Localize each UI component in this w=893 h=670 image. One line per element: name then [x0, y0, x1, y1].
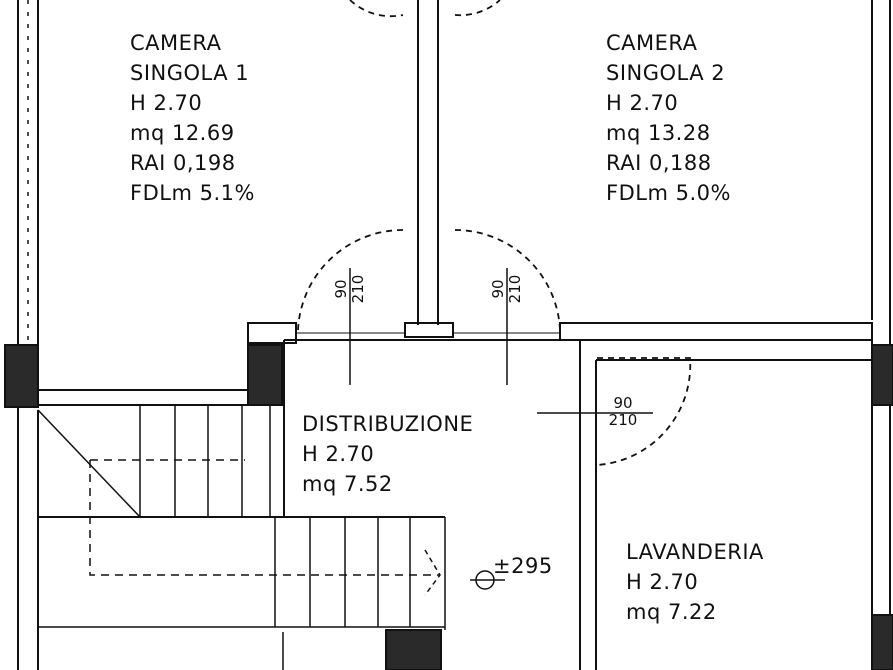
room-area: mq 7.52	[302, 472, 393, 496]
room-label-lavanderia: LAVANDERIA H 2.70 mq 7.22	[626, 537, 764, 627]
room-name-2: SINGOLA 1	[130, 61, 250, 85]
door-swing-1	[297, 0, 692, 466]
level-marker-icon	[470, 570, 505, 590]
room-area: mq 7.22	[626, 600, 717, 624]
room-height: H 2.70	[606, 91, 679, 115]
wall-right	[871, 0, 893, 670]
room-height: H 2.70	[302, 442, 375, 466]
room-fdlm: FDLm 5.0%	[606, 181, 731, 205]
room-height: H 2.70	[626, 570, 699, 594]
distribuzione-walls	[283, 339, 873, 670]
door-width: 90	[613, 394, 633, 412]
door-width: 90	[489, 279, 507, 299]
door-dimension-lines	[349, 268, 653, 414]
room-name: CAMERA	[606, 31, 698, 55]
room-label-distribuzione: DISTRIBUZIONE H 2.70 mq 7.52	[302, 409, 473, 499]
room-fdlm: FDLm 5.1%	[130, 181, 255, 205]
door-dimension-1: 90 210	[332, 269, 367, 309]
door-dimension-2: 90 210	[489, 269, 524, 309]
room-label-camera-2: CAMERA SINGOLA 2 H 2.70 mq 13.28 RAI 0,1…	[606, 28, 731, 208]
room-rai: RAI 0,188	[606, 151, 712, 175]
door-height: 210	[349, 274, 367, 304]
wall-bedroom-bottom	[38, 322, 873, 406]
room-name-2: SINGOLA 2	[606, 61, 726, 85]
room-name: LAVANDERIA	[626, 540, 764, 564]
staircase[interactable]	[37, 405, 446, 670]
door-width: 90	[332, 279, 350, 299]
wall-left	[4, 0, 39, 670]
wall-partition-bedrooms	[404, 0, 454, 338]
room-area: mq 13.28	[606, 121, 711, 145]
room-height: H 2.70	[130, 91, 203, 115]
level-label: ±295	[493, 554, 553, 578]
door-height: 210	[506, 274, 524, 304]
room-area: mq 12.69	[130, 121, 235, 145]
room-name: CAMERA	[130, 31, 222, 55]
door-height: 210	[608, 411, 638, 429]
door-dimension-3: 90 210	[603, 395, 643, 429]
room-label-camera-1: CAMERA SINGOLA 1 H 2.70 mq 12.69 RAI 0,1…	[130, 28, 255, 208]
room-name: DISTRIBUZIONE	[302, 412, 474, 436]
room-rai: RAI 0,198	[130, 151, 236, 175]
